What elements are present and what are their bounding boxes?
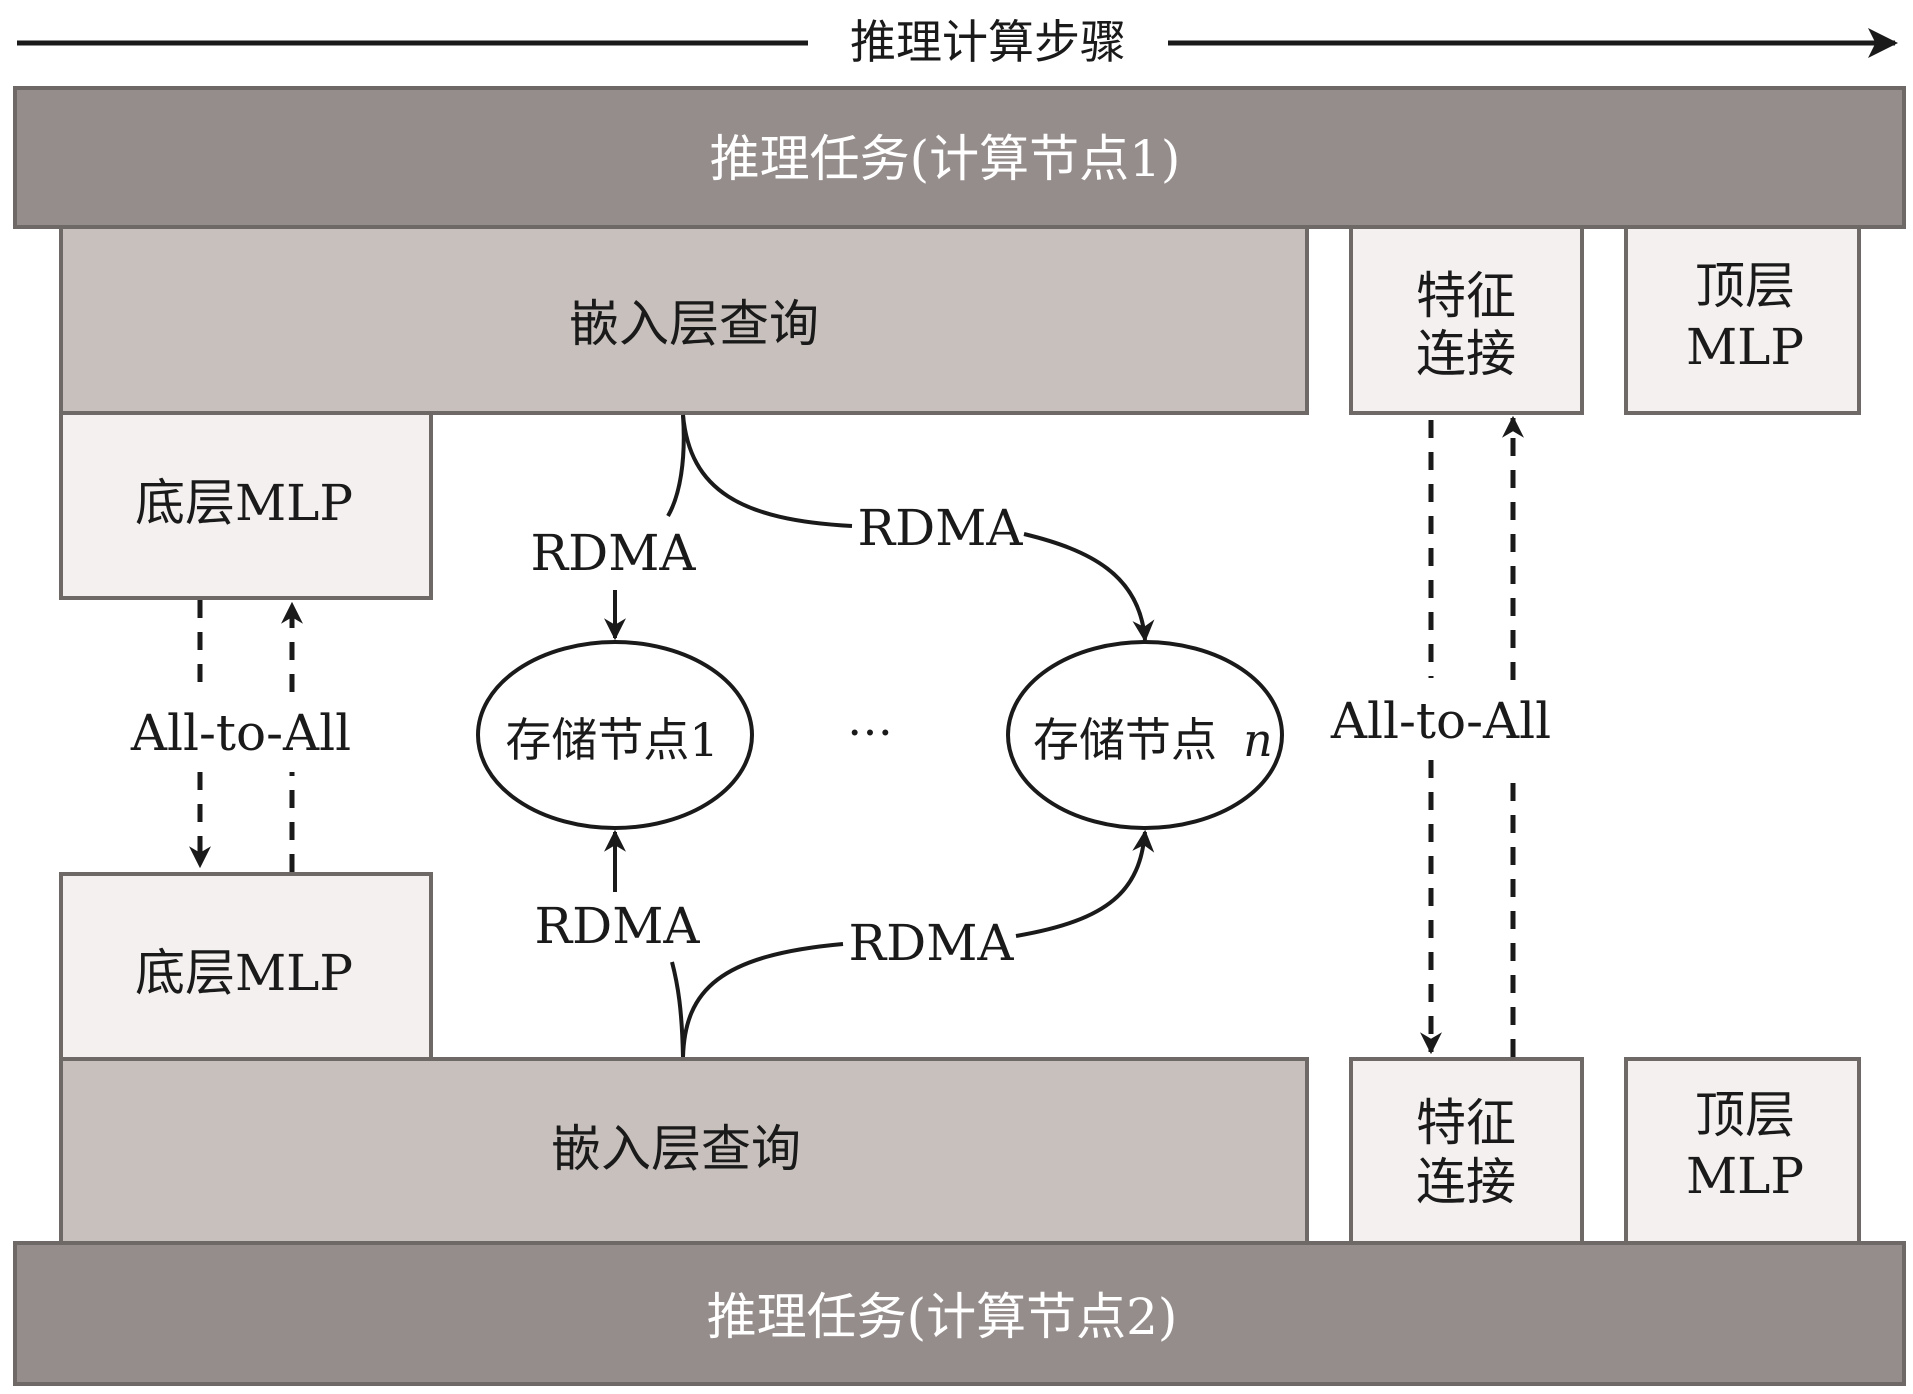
feature-concat-line1-node-1: 特征 [1416, 267, 1516, 325]
top-mlp-line2-node-2: MLP [1686, 1147, 1804, 1205]
timeline-label: 推理计算步骤 [850, 15, 1126, 69]
rdma-links-node-2 [604, 829, 1155, 1058]
task-bar-node-2 [13, 1241, 1906, 1386]
compute-node-2: 底层MLP 嵌入层查询 特征 连接 顶层 MLP 推理任务(计算节点2) [13, 872, 1906, 1386]
embedding-lookup-node-2 [59, 1057, 1309, 1245]
rdma-curve-node2-to-storage1 [670, 961, 685, 1058]
all-to-all-left-label: All-to-All [130, 704, 351, 762]
all-to-all-right [1420, 415, 1524, 1057]
all-to-all-right-label: All-to-All [1330, 692, 1551, 750]
rdma-label-1: RDMA [530, 524, 696, 582]
feature-concat-line1-node-2: 特征 [1416, 1094, 1516, 1152]
feature-concat-node-1 [1349, 225, 1584, 415]
storage-node-n-label: 存储节点 [1033, 713, 1217, 767]
storage-node-1-label: 存储节点1 [505, 713, 718, 767]
rdma-curve-node1-to-storage1 [666, 414, 686, 517]
all-to-all-left [189, 600, 303, 872]
feature-concat-node-2 [1349, 1057, 1584, 1245]
rdma-curve-node1-to-storagen-b [1023, 532, 1155, 643]
embedding-lookup-node-1 [59, 225, 1309, 415]
embedding-label-node-1: 嵌入层查询 [569, 295, 819, 353]
storage-node-1 [476, 640, 754, 830]
feature-concat-line2-node-2: 连接 [1416, 1153, 1516, 1211]
storage-node-n-suffix: n [1243, 713, 1273, 767]
task-bar-node-1 [13, 86, 1906, 229]
bottom-mlp-node-1 [59, 411, 433, 600]
embedding-label-node-2: 嵌入层查询 [551, 1120, 801, 1178]
top-mlp-line1-node-2: 顶层 [1695, 1086, 1795, 1144]
task-label-node-2: 推理任务(计算节点2) [707, 1288, 1178, 1346]
rdma-curve-node2-to-storagen-b [1015, 829, 1155, 938]
rdma-label-4: RDMA [848, 914, 1014, 972]
rdma-label-3: RDMA [534, 897, 700, 955]
feature-concat-line2-node-1: 连接 [1416, 325, 1516, 383]
rdma-links-node-1 [604, 414, 1155, 643]
ellipsis: … [847, 692, 893, 746]
top-mlp-node-1 [1624, 225, 1861, 415]
top-mlp-node-2 [1624, 1057, 1861, 1245]
storage-nodes: 存储节点1 … 存储节点 n [476, 640, 1284, 830]
inference-steps-arrow: 推理计算步骤 [17, 15, 1898, 69]
bottom-mlp-label-node-1: 底层MLP [135, 474, 353, 532]
bottom-mlp-node-2 [59, 872, 433, 1061]
compute-node-1: 推理任务(计算节点1) 嵌入层查询 特征 连接 顶层 MLP 底层MLP [13, 86, 1906, 600]
bottom-mlp-label-node-2: 底层MLP [135, 944, 353, 1002]
task-label-node-1: 推理任务(计算节点1) [710, 130, 1181, 188]
rdma-curve-node2-to-storagen-a [681, 942, 844, 1058]
top-mlp-line1-node-1: 顶层 [1695, 257, 1795, 315]
rdma-label-2: RDMA [857, 499, 1023, 557]
rdma-curve-node1-to-storagen-a [681, 414, 853, 528]
top-mlp-line2-node-1: MLP [1686, 318, 1804, 376]
